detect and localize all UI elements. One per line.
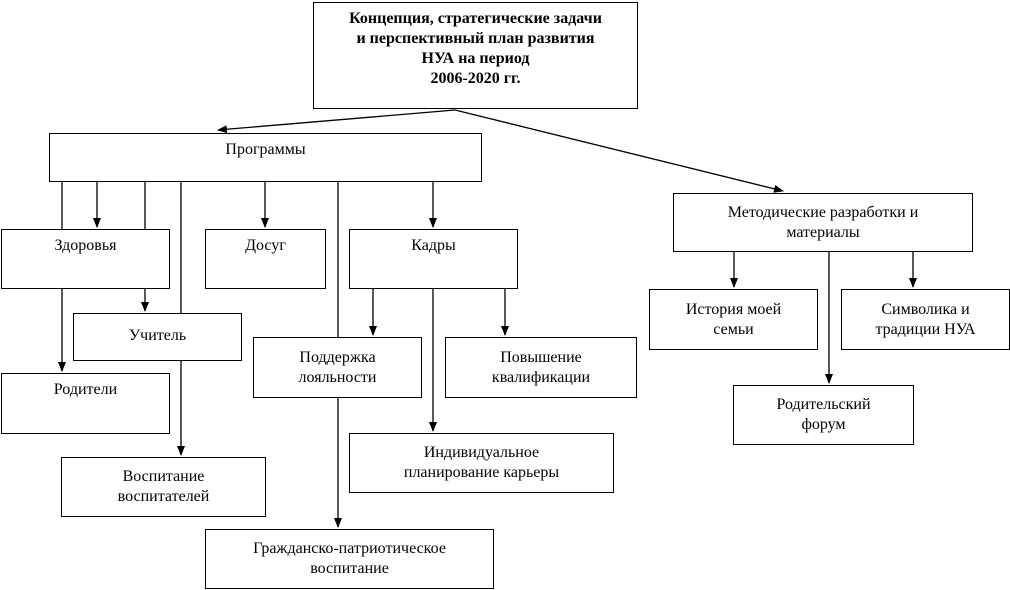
family-history-box: История моей семьи	[649, 289, 818, 350]
career-box: Индивидуальное планирование карьеры	[349, 433, 614, 493]
concept-label: Концепция, стратегические задачи и персп…	[349, 10, 602, 87]
programs-label: Программы	[225, 141, 306, 158]
health-box: Здоровья	[1, 229, 170, 289]
methods-label: Методические разработки и материалы	[727, 203, 919, 241]
health-label: Здоровья	[54, 237, 117, 254]
educators-label: Воспитание воспитателей	[117, 468, 210, 505]
civic-box: Гражданско-патриотическое воспитание	[205, 529, 494, 589]
programs-box: Программы	[49, 133, 482, 182]
loyalty-box: Поддержка лояльности	[253, 337, 422, 398]
career-label: Индивидуальное планирование карьеры	[403, 444, 560, 481]
parents-box: Родители	[1, 373, 170, 434]
parent-forum-label: Родительский форум	[776, 396, 871, 433]
personnel-box: Кадры	[349, 229, 518, 289]
arrow-root-to-programs	[217, 109, 456, 134]
family-history-label: История моей семьи	[685, 300, 782, 338]
symbols-box: Символика и традиции НУА	[841, 289, 1010, 350]
qualification-box: Повышение квалификации	[445, 337, 637, 398]
leisure-box: Досуг	[205, 229, 326, 289]
arrow-root-to-methods	[454, 109, 784, 193]
civic-label: Гражданско-патриотическое воспитание	[253, 540, 446, 577]
methods-box: Методические разработки и материалы	[673, 193, 973, 252]
teacher-box: Учитель	[73, 313, 242, 361]
educators-box: Воспитание воспитателей	[61, 457, 266, 517]
parents-label: Родители	[53, 381, 118, 398]
qualification-label: Повышение квалификации	[491, 348, 591, 386]
symbols-label: Символика и традиции НУА	[875, 300, 976, 338]
leisure-label: Досуг	[245, 237, 286, 254]
personnel-label: Кадры	[411, 237, 456, 254]
concept-box: Концепция, стратегические задачи и персп…	[313, 2, 638, 109]
loyalty-label: Поддержка лояльности	[298, 348, 377, 386]
teacher-label: Учитель	[128, 327, 187, 344]
parent-forum-box: Родительский форум	[733, 385, 914, 445]
